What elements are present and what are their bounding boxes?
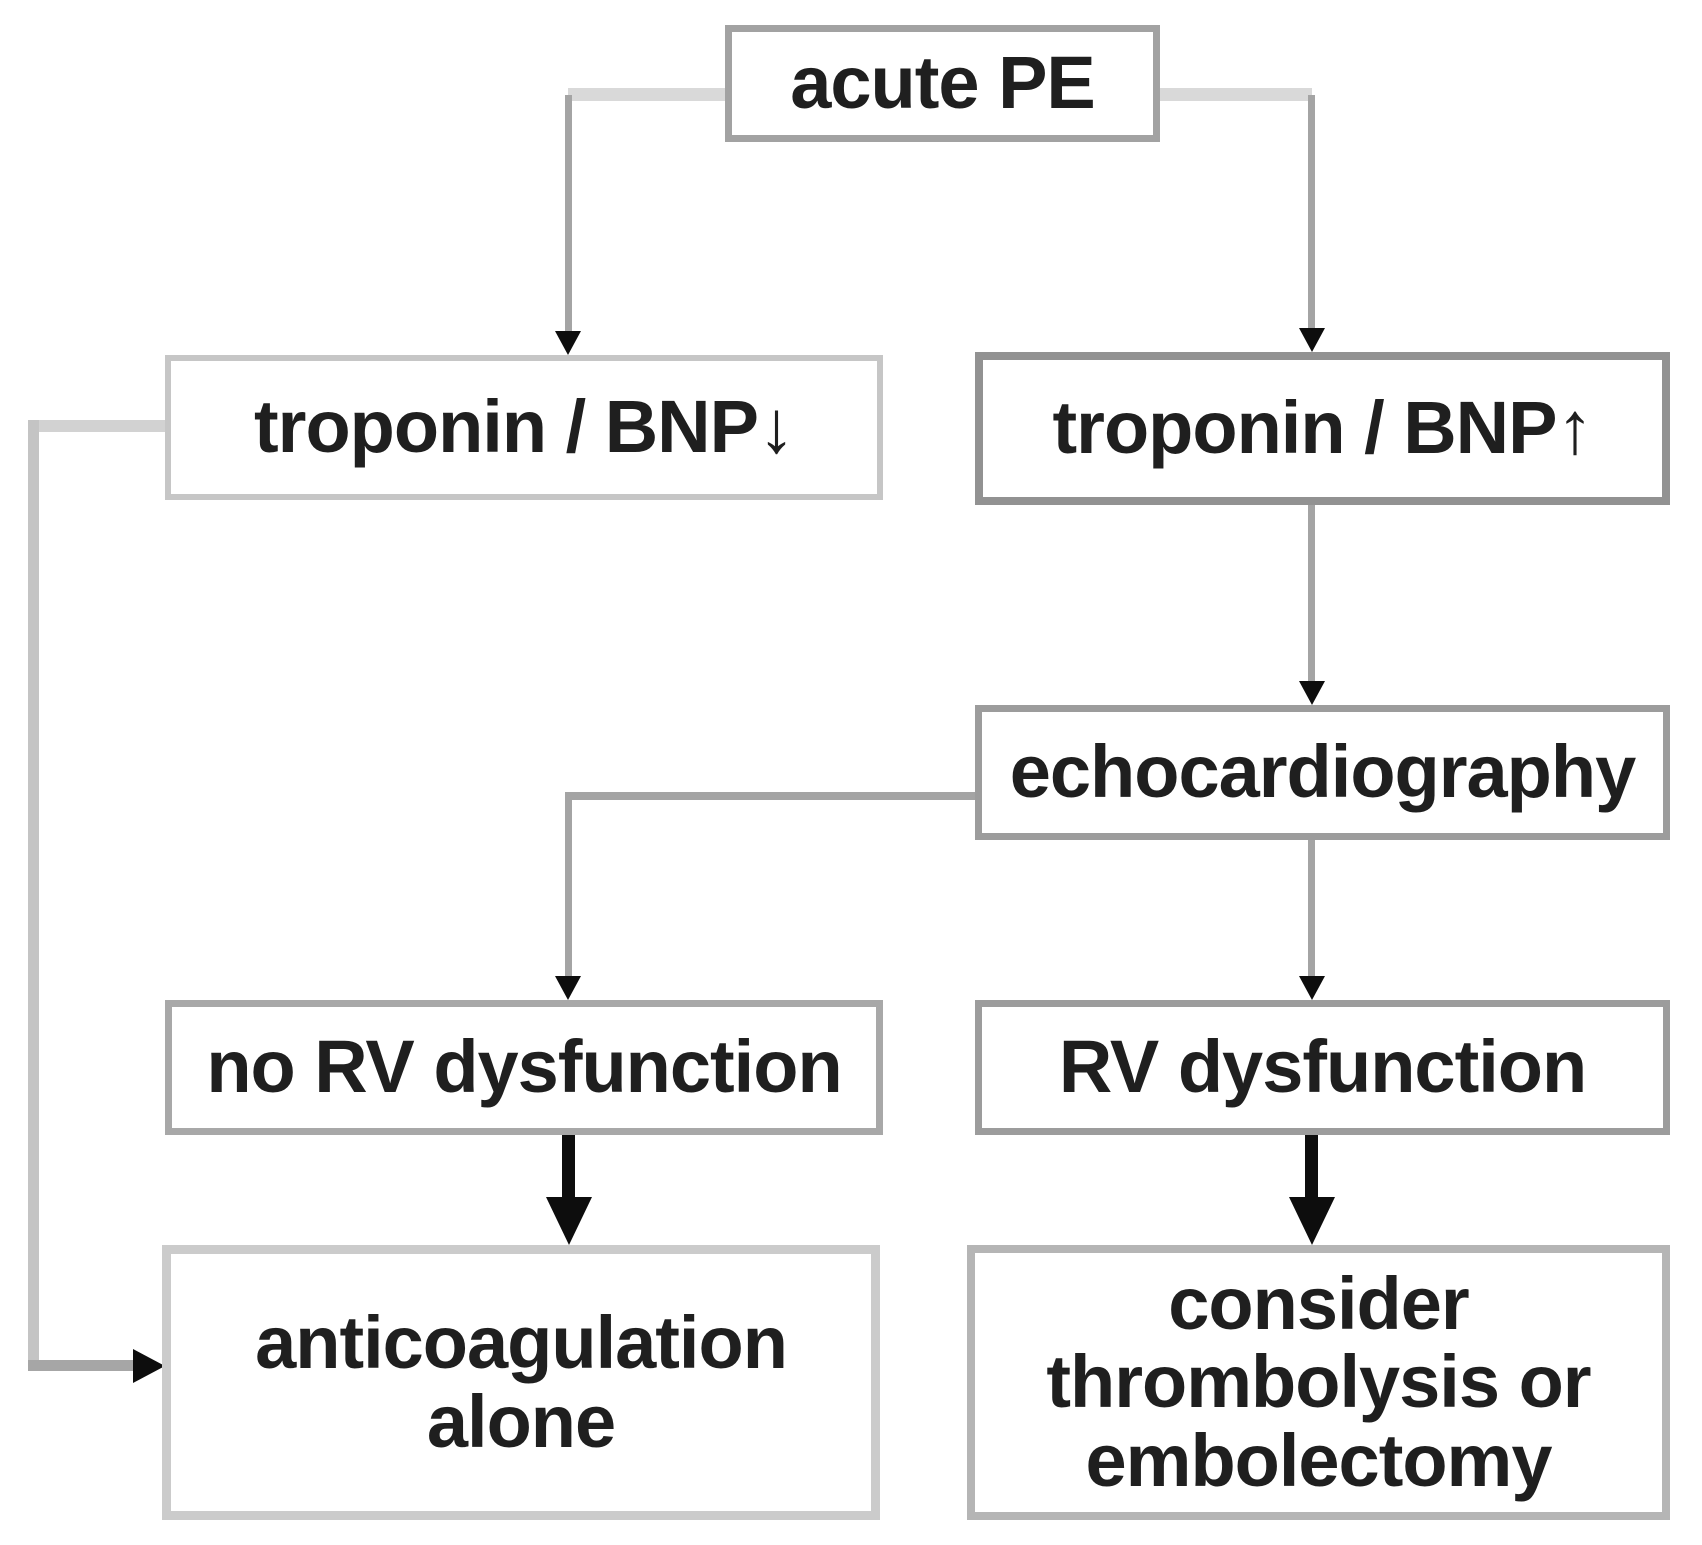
node-no-rv-dysfunction: no RV dysfunction: [165, 1000, 883, 1135]
edge-acute-pe-to-troponin-high-vertical: [1308, 95, 1315, 330]
node-troponin-bnp-low-label: troponin / BNP↓: [254, 385, 795, 469]
arrowhead-down-troponin-high-icon: [1299, 328, 1325, 352]
node-anticoagulation-alone-line1: anticoagulation: [255, 1301, 788, 1385]
edge-troponin-high-to-echo-vertical: [1308, 505, 1315, 683]
edge-troponin-low-feedback-bottom-horizontal: [28, 1360, 135, 1371]
node-anticoagulation-alone-line2: alone: [426, 1379, 616, 1463]
arrowhead-down-echocardiography-icon: [1299, 681, 1325, 705]
arrowhead-down-thrombolysis-icon: [1289, 1197, 1335, 1245]
node-troponin-bnp-high: troponin / BNP↑: [975, 352, 1670, 505]
arrowhead-down-troponin-low-icon: [555, 331, 581, 355]
node-consider-thrombolysis-line2: thrombolysis or: [1046, 1340, 1591, 1424]
arrowhead-down-rv-dysfunction-icon: [1299, 976, 1325, 1000]
edge-acute-pe-to-troponin-low-horizontal: [568, 88, 725, 101]
edge-echo-to-no-rv-vertical: [565, 792, 572, 978]
arrowhead-right-feedback-icon: [133, 1349, 165, 1383]
node-consider-thrombolysis: consider thrombolysis or embolectomy: [967, 1245, 1670, 1520]
edge-troponin-low-feedback-vertical: [28, 420, 39, 1371]
node-echocardiography-label: echocardiography: [1009, 730, 1637, 814]
edge-echo-to-no-rv-horizontal: [568, 792, 975, 800]
node-no-rv-dysfunction-label: no RV dysfunction: [206, 1025, 842, 1109]
node-rv-dysfunction-label: RV dysfunction: [1058, 1025, 1587, 1109]
node-troponin-bnp-high-label: troponin / BNP↑: [1052, 386, 1594, 470]
arrowhead-down-no-rv-dysfunction-icon: [555, 976, 581, 1000]
edge-echo-to-rv-vertical: [1308, 840, 1315, 978]
node-echocardiography: echocardiography: [975, 705, 1670, 840]
node-anticoagulation-alone: anticoagulation alone: [162, 1245, 880, 1520]
node-acute-pe-label: acute PE: [790, 41, 1096, 125]
edge-acute-pe-to-troponin-low-vertical: [565, 95, 572, 333]
node-consider-thrombolysis-line1: consider: [1168, 1261, 1469, 1345]
edge-no-rv-to-anticoagulation-shaft: [562, 1135, 575, 1199]
node-rv-dysfunction: RV dysfunction: [975, 1000, 1670, 1135]
edge-acute-pe-to-troponin-high-horizontal: [1160, 88, 1312, 101]
node-consider-thrombolysis-line3: embolectomy: [1085, 1418, 1552, 1502]
edge-rv-to-thrombolysis-shaft: [1305, 1135, 1318, 1199]
node-acute-pe: acute PE: [725, 25, 1160, 142]
node-troponin-bnp-low: troponin / BNP↓: [165, 355, 883, 500]
arrowhead-down-anticoagulation-icon: [546, 1197, 592, 1245]
edge-troponin-low-feedback-top-horizontal: [30, 420, 167, 432]
